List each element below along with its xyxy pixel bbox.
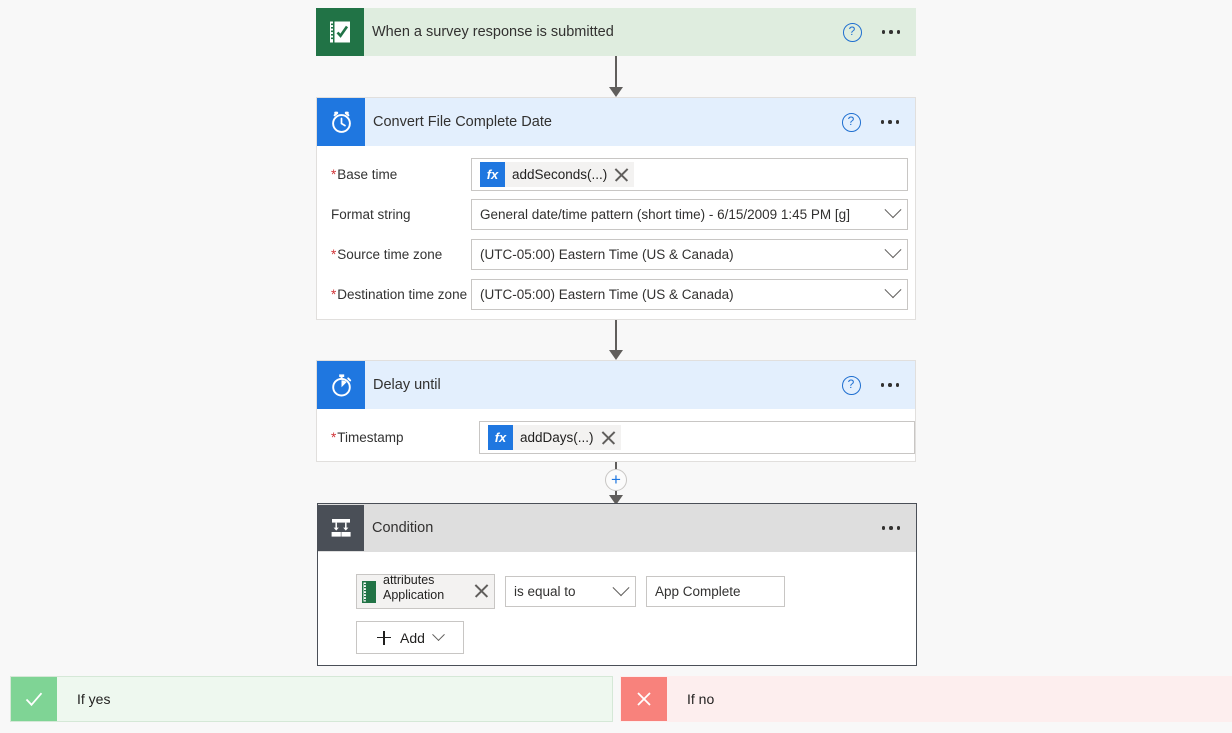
token-label-line1: attributes: [383, 575, 435, 587]
format-string-select[interactable]: General date/time pattern (short time) -…: [471, 198, 908, 230]
condition-operator-value: is equal to: [514, 584, 576, 599]
destination-time-zone-select[interactable]: (UTC-05:00) Eastern Time (US & Canada): [471, 278, 908, 310]
condition-body: attributes Application is equal to App C…: [318, 552, 916, 664]
connector-arrow: [604, 56, 628, 97]
clear-icon[interactable]: [600, 429, 617, 446]
flow-canvas: When a survey response is submitted ?: [0, 0, 1232, 672]
dynamic-content-token[interactable]: attributes Application: [357, 575, 494, 608]
flow-card-convert-file-complete-date[interactable]: Convert File Complete Date ? *Base time …: [316, 97, 916, 320]
form-row-source-time-zone: *Source time zone (UTC-05:00) Eastern Ti…: [317, 234, 915, 274]
stopwatch-icon: [317, 361, 365, 409]
card-header-actions: ?: [841, 112, 916, 132]
condition-operator-select[interactable]: is equal to: [505, 576, 636, 607]
form-row-format-string: Format string General date/time pattern …: [317, 194, 915, 234]
connector-arrow: [604, 320, 628, 360]
card-title: Delay until: [373, 377, 441, 393]
form-row-destination-time-zone: *Destination time zone (UTC-05:00) Easte…: [317, 274, 915, 314]
expression-text: addDays(...): [520, 429, 594, 445]
form-row-base-time: *Base time fx addSeconds(...): [317, 154, 915, 194]
condition-right-operand-input[interactable]: App Complete: [646, 576, 785, 607]
plus-icon: [377, 630, 392, 645]
timestamp-input[interactable]: fx addDays(...): [479, 420, 915, 454]
card-header-actions: [880, 522, 917, 534]
fx-icon: fx: [488, 424, 513, 450]
help-icon[interactable]: ?: [841, 375, 861, 395]
format-string-value: General date/time pattern (short time) -…: [480, 206, 850, 222]
card-header-actions: ?: [841, 375, 916, 395]
more-commands-icon[interactable]: [880, 522, 903, 534]
more-commands-icon[interactable]: [879, 379, 902, 391]
field-label: *Timestamp: [331, 429, 404, 445]
token-label: attributes Application: [378, 575, 473, 603]
fx-icon: fx: [480, 161, 505, 187]
source-time-zone-value: (UTC-05:00) Eastern Time (US & Canada): [480, 246, 734, 262]
destination-time-zone-value: (UTC-05:00) Eastern Time (US & Canada): [480, 286, 734, 302]
field-label: *Destination time zone: [331, 286, 468, 302]
forms-survey-icon: [361, 579, 378, 604]
more-commands-icon[interactable]: [880, 26, 903, 38]
card-header: Convert File Complete Date ?: [317, 98, 915, 146]
add-button-label: Add: [400, 629, 425, 646]
card-body: *Base time fx addSeconds(...) Format str…: [317, 154, 915, 314]
condition-left-operand-input[interactable]: attributes Application: [356, 574, 495, 609]
source-time-zone-select[interactable]: (UTC-05:00) Eastern Time (US & Canada): [471, 238, 908, 270]
flow-card-delay-until[interactable]: Delay until ? *Timestamp fx addDays(...): [316, 360, 916, 462]
expression-text: addSeconds(...): [512, 166, 608, 182]
token-label-line2: Application: [383, 588, 445, 602]
more-commands-icon[interactable]: [879, 116, 902, 128]
add-condition-button[interactable]: Add: [356, 621, 464, 654]
branch-label: If no: [687, 691, 715, 707]
expression-token[interactable]: fx addDays(...): [488, 424, 621, 450]
condition-row: attributes Application is equal to App C…: [356, 574, 916, 609]
base-time-input[interactable]: fx addSeconds(...): [471, 157, 908, 191]
connector-with-insert: [604, 462, 628, 505]
clear-icon[interactable]: [473, 582, 490, 599]
help-icon[interactable]: ?: [841, 112, 861, 132]
branch-label: If yes: [77, 691, 111, 707]
card-title: When a survey response is submitted: [372, 24, 614, 40]
insert-new-step-button[interactable]: [605, 469, 627, 491]
chevron-down-icon: [432, 628, 445, 642]
field-label: Format string: [331, 206, 411, 222]
alarm-clock-icon: [317, 98, 365, 146]
required-asterisk: *: [331, 286, 337, 302]
required-asterisk: *: [331, 429, 337, 445]
form-row-timestamp: *Timestamp fx addDays(...): [317, 417, 915, 457]
branch-if-yes[interactable]: If yes: [10, 676, 613, 722]
condition-right-operand-value: App Complete: [655, 584, 741, 599]
chevron-down-icon: [884, 241, 902, 259]
condition-branch-icon: [318, 505, 364, 551]
required-asterisk: *: [331, 246, 337, 262]
help-icon[interactable]: ?: [842, 22, 862, 42]
chevron-down-icon: [612, 578, 630, 596]
card-header: When a survey response is submitted ?: [316, 8, 916, 56]
flow-card-condition[interactable]: Condition: [317, 503, 917, 666]
required-asterisk: *: [331, 166, 337, 182]
card-header-actions: ?: [842, 22, 917, 42]
forms-survey-icon: [316, 8, 364, 56]
clear-icon[interactable]: [613, 166, 630, 183]
flow-card-trigger[interactable]: When a survey response is submitted ?: [316, 8, 916, 56]
expression-token[interactable]: fx addSeconds(...): [480, 161, 635, 187]
card-header: Delay until ?: [317, 361, 915, 409]
chevron-down-icon: [884, 201, 902, 219]
card-body: *Timestamp fx addDays(...): [317, 417, 915, 457]
card-title: Convert File Complete Date: [373, 114, 552, 130]
cross-icon: [621, 677, 667, 721]
field-label: *Source time zone: [331, 246, 443, 262]
check-icon: [11, 677, 57, 721]
branch-if-no[interactable]: If no: [620, 676, 1232, 722]
field-label: *Base time: [331, 166, 398, 182]
card-header: Condition: [318, 504, 916, 552]
chevron-down-icon: [884, 281, 902, 299]
card-title: Condition: [372, 520, 434, 536]
